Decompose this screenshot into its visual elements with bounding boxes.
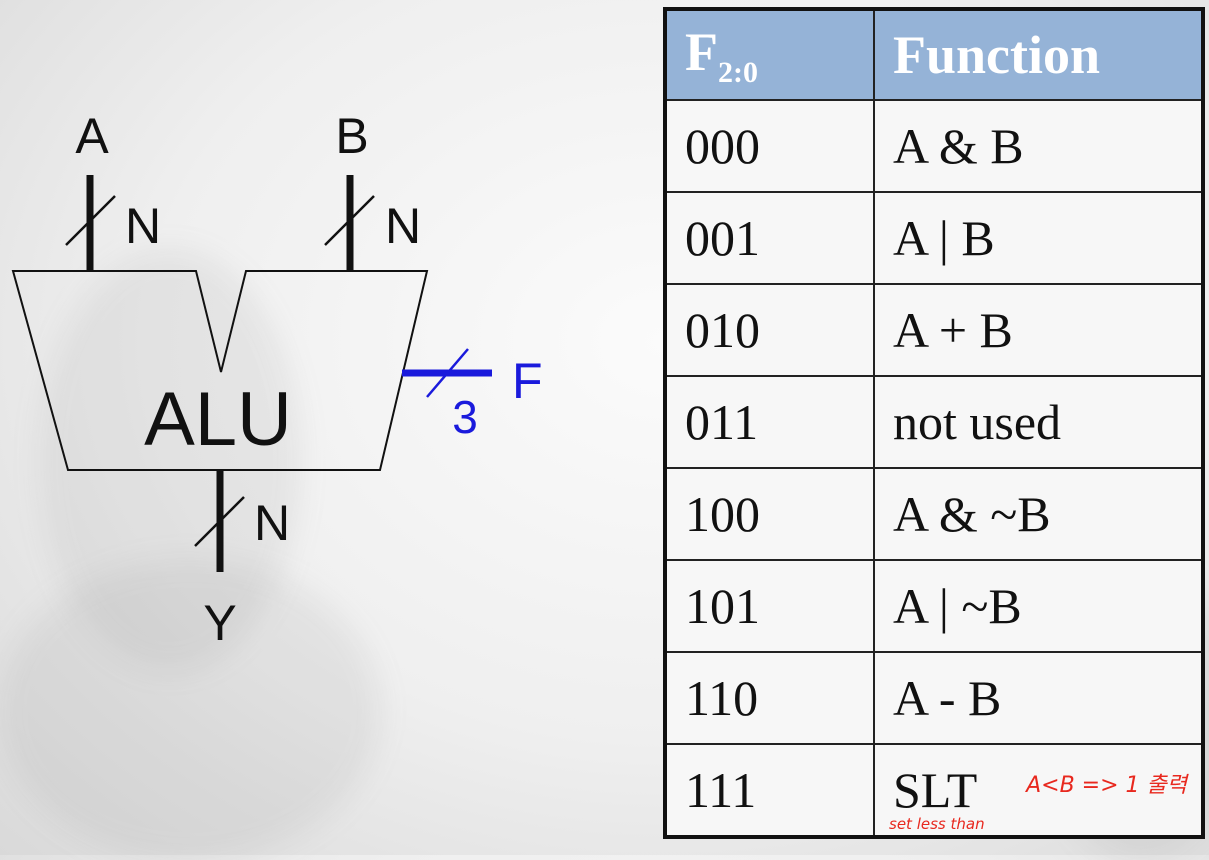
- row-code: 110: [664, 651, 875, 745]
- table-row: 011 not used: [664, 375, 1204, 469]
- handwritten-note-condition: A<B => 1 출력: [1026, 773, 1187, 798]
- table-row: 010 A + B: [664, 283, 1204, 377]
- table-header-row: F2:0 Function: [664, 8, 1204, 101]
- row-function: A - B: [873, 651, 1204, 745]
- row-code: 001: [664, 191, 875, 285]
- bus-a-slash: [65, 195, 116, 246]
- bus-a-width: N: [125, 198, 161, 254]
- row-function: A & ~B: [873, 467, 1204, 561]
- output-y-label: Y: [203, 595, 236, 651]
- bus-y-width: N: [254, 495, 290, 551]
- control-bus-slash: [426, 348, 469, 398]
- control-label: F: [512, 353, 543, 409]
- header-code-main: F: [685, 21, 718, 82]
- row-function: A & B: [873, 99, 1204, 193]
- row-code: 100: [664, 467, 875, 561]
- header-function: Function: [873, 8, 1204, 101]
- table-row: 110 A - B: [664, 651, 1204, 745]
- row-function-text: SLT: [893, 762, 978, 818]
- header-code-subscript: 2:0: [718, 55, 758, 89]
- row-code: 111: [664, 743, 875, 838]
- table-row: 100 A & ~B: [664, 467, 1204, 561]
- header-control-code: F2:0: [664, 8, 875, 101]
- row-function: A + B: [873, 283, 1204, 377]
- background-texture: [40, 250, 300, 670]
- bus-y-slash: [194, 496, 245, 547]
- bus-b-slash: [324, 195, 375, 246]
- row-function: not used: [873, 375, 1204, 469]
- function-table: F2:0 Function 000 A & B 001 A | B 010 A …: [663, 7, 1205, 839]
- row-function: A | B: [873, 191, 1204, 285]
- row-code: 101: [664, 559, 875, 653]
- control-width: 3: [452, 391, 478, 443]
- row-code: 010: [664, 283, 875, 377]
- row-function: A | ~B: [873, 559, 1204, 653]
- table-row: 111 SLT A<B => 1 출력 set less than: [664, 743, 1204, 838]
- table-row: 101 A | ~B: [664, 559, 1204, 653]
- background-texture: [0, 560, 380, 860]
- table-row: 000 A & B: [664, 99, 1204, 193]
- alu-body: [11, 270, 429, 471]
- row-code: 011: [664, 375, 875, 469]
- handwritten-note-meaning: set less than: [889, 815, 985, 833]
- alu-label: ALU: [144, 377, 292, 462]
- bus-b-width: N: [385, 198, 421, 254]
- row-function: SLT A<B => 1 출력 set less than: [873, 743, 1204, 838]
- row-code: 000: [664, 99, 875, 193]
- alu-diagram: A N B N ALU N Y 3 F: [11, 108, 543, 651]
- input-a-label: A: [75, 108, 109, 164]
- input-b-label: B: [335, 108, 368, 164]
- table-row: 001 A | B: [664, 191, 1204, 285]
